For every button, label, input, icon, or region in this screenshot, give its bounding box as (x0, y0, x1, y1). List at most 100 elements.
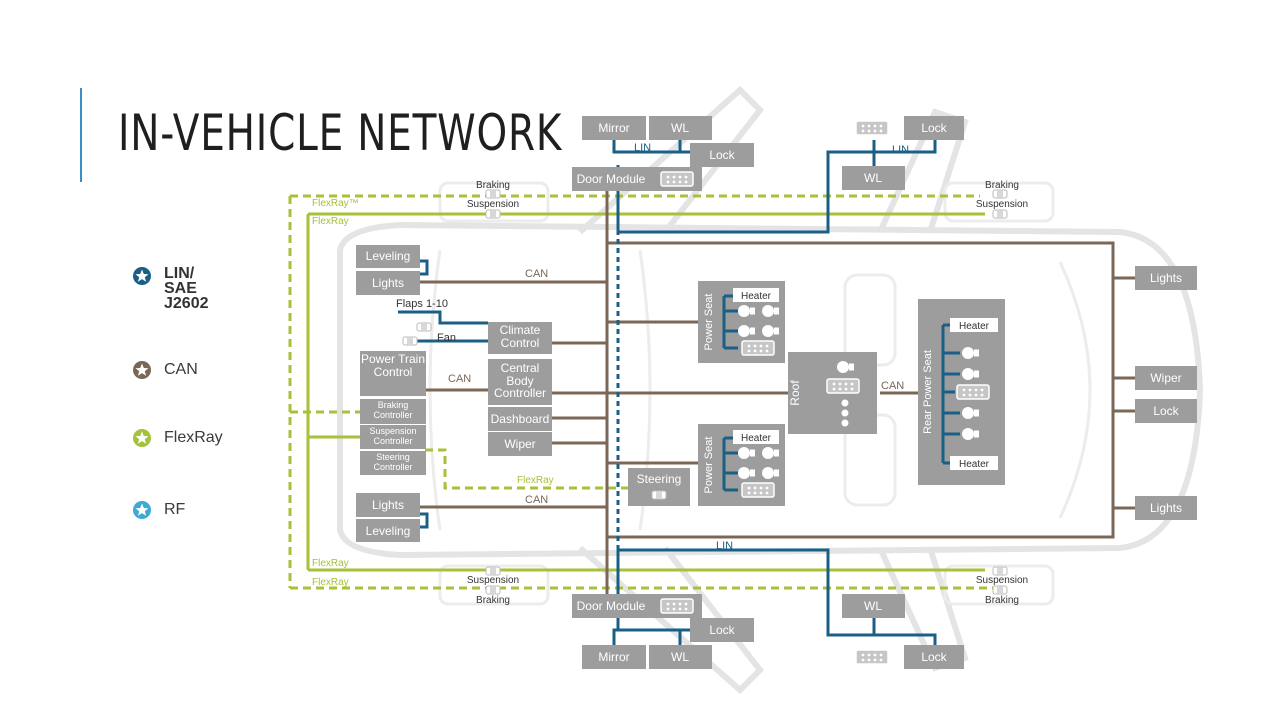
suspension-label: Suspension (976, 575, 1028, 586)
flexray-label: FlexRay (312, 216, 349, 227)
legend-item-flexray: FlexRay (132, 428, 223, 448)
flexray-label: FlexRay (312, 558, 349, 569)
lock-module (1135, 399, 1197, 423)
can-star-icon (133, 361, 151, 379)
roof-label: Roof (788, 380, 802, 406)
mirror-label: Mirror (598, 121, 629, 135)
legend-label-rf: RF (164, 501, 186, 518)
heater-label: Heater (741, 433, 772, 444)
climate-control-label-box: Climate Control (488, 324, 552, 354)
braking-label: Braking (985, 180, 1019, 191)
central-body-controller-label: Central Body Controller (493, 362, 547, 400)
wl-module (842, 166, 905, 190)
legend-label-lin: LIN/ SAE J2602 (164, 265, 209, 312)
rf-star-icon (133, 501, 151, 519)
flexray-label: FlexRay (312, 577, 349, 588)
wiper-label: Wiper (504, 437, 535, 451)
mirror-module (582, 645, 646, 669)
lin-label: LIN (634, 142, 651, 154)
leveling-module (356, 519, 420, 542)
can-bus (414, 168, 1135, 600)
lock-label: Lock (1153, 404, 1179, 418)
lights-module (1135, 496, 1197, 520)
braking-label: Braking (985, 595, 1019, 606)
suspension-label: Suspension (467, 575, 519, 586)
lock-label: Lock (921, 650, 947, 664)
flexray-bus (288, 194, 995, 590)
wiper-label: Wiper (1150, 371, 1181, 385)
dashboard-module (488, 407, 552, 431)
wl-module (842, 594, 905, 618)
door-module-label: Door Module (577, 172, 646, 186)
lights-label: Lights (372, 498, 404, 512)
power-train-control-label: Power Train Control (360, 353, 426, 379)
heater-label: Heater (959, 321, 990, 332)
heater-label: Heater (959, 459, 990, 470)
lights-module (1135, 266, 1197, 290)
legend-label-flexray: FlexRay (164, 429, 223, 446)
wl-label: WL (864, 171, 882, 185)
flaps-label: Flaps 1-10 (396, 298, 448, 310)
braking-controller-module (360, 399, 426, 424)
legend-item-lin: LIN/ SAE J2602 (132, 265, 209, 312)
steering-label: Steering (637, 472, 682, 486)
leveling-label: Leveling (366, 249, 411, 263)
power-seat-label: Power Seat (703, 437, 715, 494)
legend-item-can: CAN (132, 360, 198, 380)
wl-module (649, 116, 712, 140)
modules: Mirror WL Lock Door Module Lock WL Level… (356, 116, 1197, 669)
lock-label: Lock (709, 623, 735, 637)
lock-module (690, 143, 754, 167)
wl-label: WL (671, 650, 689, 664)
heater-tag (950, 456, 998, 470)
fan-label: Fan (437, 332, 456, 344)
steering-controller-label: Steering Controller (373, 452, 413, 472)
steering-controller-module (360, 451, 426, 475)
lin-label: LIN (892, 144, 909, 156)
door-module-label: Door Module (577, 599, 646, 613)
steering-module (628, 468, 690, 506)
lock-module (904, 645, 964, 669)
braking-label: Braking (476, 180, 510, 191)
power-seat-label: Power Seat (703, 294, 715, 351)
heater-tag (733, 288, 779, 302)
can-label: CAN (525, 268, 548, 280)
heater-label: Heater (741, 291, 772, 302)
can-label: CAN (525, 494, 548, 506)
flexray-label: FlexRay™ (312, 198, 359, 209)
wiper-module (488, 432, 552, 456)
leveling-module (356, 245, 420, 268)
sensor-labels: Braking Suspension Braking Suspension Su… (396, 180, 1028, 606)
rear-power-seat-label: Rear Power Seat (922, 350, 934, 434)
leveling-label: Leveling (366, 524, 411, 538)
lin-label: LIN (716, 540, 733, 552)
lights-module (356, 271, 420, 295)
can-label: CAN (881, 380, 904, 392)
bus-labels: CAN CAN CAN CAN LIN LIN LIN FlexRay™ Fle… (312, 142, 909, 588)
mirror-label: Mirror (598, 650, 629, 664)
power-train-control-module (360, 351, 426, 396)
can-label: CAN (448, 373, 471, 385)
title-accent-bar (80, 88, 82, 182)
mirror-module (582, 116, 646, 140)
wiper-module (1135, 366, 1197, 390)
suspension-label: Suspension (976, 199, 1028, 210)
flexray-star-icon (133, 429, 151, 447)
braking-label: Braking (476, 595, 510, 606)
suspension-label: Suspension (467, 199, 519, 210)
braking-controller-label: Braking Controller (373, 400, 413, 420)
suspension-controller-module (360, 425, 426, 449)
slide-title: IN-VEHICLE NETWORK (118, 104, 563, 162)
lights-label: Lights (372, 276, 404, 290)
lights-label: Lights (1150, 271, 1182, 285)
legend: LIN/ SAE J2602 CAN FlexRay RF (132, 262, 272, 542)
wl-module (649, 645, 712, 669)
lights-module (356, 493, 420, 517)
wl-label: WL (864, 599, 882, 613)
legend-label-can: CAN (164, 361, 198, 378)
lock-module (690, 618, 754, 642)
wl-label: WL (671, 121, 689, 135)
central-body-controller-module (488, 359, 552, 405)
lights-label: Lights (1150, 501, 1182, 515)
